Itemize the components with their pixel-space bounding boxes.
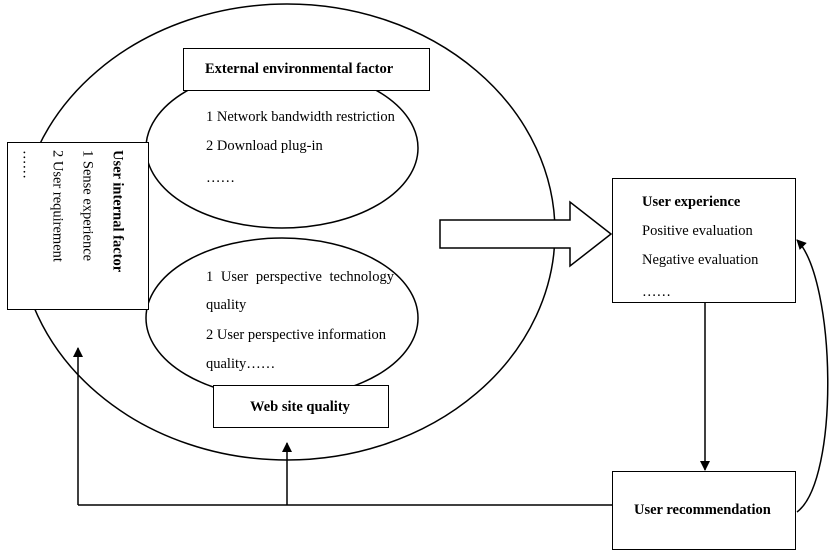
external-factor-item-2: 2 Download plug-in bbox=[206, 138, 323, 154]
external-factor-item-3: …… bbox=[206, 170, 235, 186]
user-experience-item-2: Negative evaluation bbox=[642, 252, 759, 268]
user-recommendation-box bbox=[612, 471, 796, 550]
internal-factor-box bbox=[7, 142, 149, 310]
external-factor-title: External environmental factor bbox=[205, 61, 394, 77]
website-quality-box bbox=[213, 385, 389, 428]
user-experience-item-3: …… bbox=[642, 284, 671, 300]
internal-factor-item-1: 1 Sense experience bbox=[79, 150, 96, 262]
website-quality-ellipse bbox=[145, 237, 419, 399]
website-quality-item-2: quality bbox=[206, 297, 247, 313]
internal-factor-item-3: …… bbox=[19, 150, 36, 179]
external-factor-box bbox=[183, 48, 430, 91]
arrow-recommendation-to-experience bbox=[796, 239, 829, 513]
user-experience-title: User experience bbox=[642, 194, 741, 210]
website-quality-item-3: 2 User perspective information bbox=[206, 327, 386, 343]
website-quality-item-1: 1 User perspective technology bbox=[206, 269, 394, 285]
internal-factor-item-2: 2 User requirement bbox=[49, 150, 66, 262]
user-recommendation-title: User recommendation bbox=[634, 502, 771, 518]
website-quality-title: Web site quality bbox=[250, 399, 350, 415]
user-experience-box bbox=[612, 178, 796, 303]
external-factor-item-1: 1 Network bandwidth restriction bbox=[206, 109, 395, 125]
internal-factor-title: User internal factor bbox=[109, 150, 126, 273]
website-quality-item-4: quality…… bbox=[206, 356, 276, 372]
user-experience-item-1: Positive evaluation bbox=[642, 223, 753, 239]
hollow-arrow bbox=[439, 200, 613, 268]
